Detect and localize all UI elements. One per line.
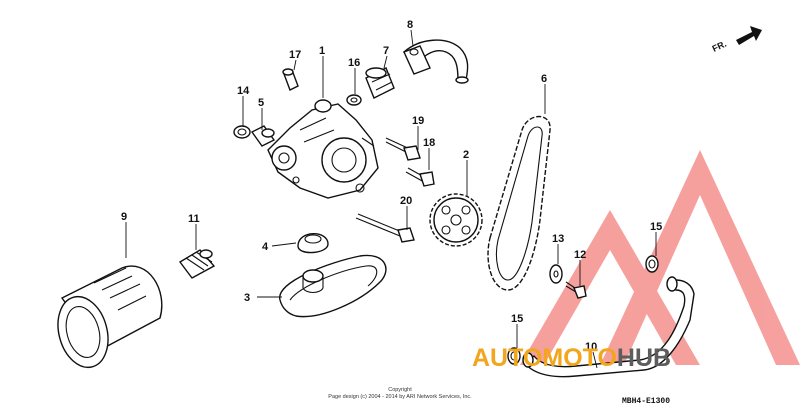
copyright-line-1: Copyright xyxy=(388,387,412,393)
dowel-pin-5[interactable] xyxy=(250,125,276,147)
callout-20: 20 xyxy=(400,195,412,207)
front-direction-indicator: FR. xyxy=(711,26,762,54)
copyright-notice: Copyright Page design (c) 2004 - 2014 by… xyxy=(328,387,472,400)
watermark-auto: AUTO xyxy=(472,344,542,372)
o-ring-16[interactable] xyxy=(346,94,362,106)
gasket-13[interactable] xyxy=(549,264,563,284)
fr-label: FR. xyxy=(711,39,728,54)
callout-9: 9 xyxy=(121,211,127,223)
callout-13: 13 xyxy=(552,233,564,245)
watermark-moto: MOTO xyxy=(542,344,617,372)
callout-2: 2 xyxy=(463,149,469,161)
flange-bolt-20[interactable] xyxy=(355,213,415,243)
oil-pipe-8[interactable] xyxy=(402,39,469,84)
callout-12: 12 xyxy=(574,249,586,261)
watermark-text: AUTOMOTOHUB xyxy=(472,344,671,372)
callout-8: 8 xyxy=(407,19,413,31)
callout-18: 18 xyxy=(423,137,435,149)
callout-6: 6 xyxy=(541,73,547,85)
bolt-12[interactable] xyxy=(565,281,587,299)
leader-lines xyxy=(125,29,657,369)
callout-5: 5 xyxy=(258,97,264,109)
copyright-line-2: Page design (c) 2004 - 2014 by ARI Netwo… xyxy=(328,394,472,400)
callout-7: 7 xyxy=(383,45,389,57)
callout-16: 16 xyxy=(348,57,360,69)
callout-4: 4 xyxy=(262,241,269,253)
oil-strainer[interactable] xyxy=(279,254,387,318)
o-ring-14[interactable] xyxy=(233,125,251,139)
oil-pump-sprocket[interactable] xyxy=(429,193,483,247)
oil-pump-drive-chain[interactable] xyxy=(487,115,551,291)
oil-pipe-10[interactable] xyxy=(522,276,695,378)
callout-14: 14 xyxy=(237,85,250,97)
diagram-code: MBH4-E1300 xyxy=(622,397,670,406)
joint-collar[interactable] xyxy=(365,67,395,99)
oil-filter-nipple[interactable] xyxy=(178,249,216,279)
callout-labels: 1 2 3 4 5 6 7 8 9 10 11 12 13 14 15 15 1… xyxy=(121,19,662,353)
flange-bolt-19[interactable] xyxy=(385,137,421,161)
o-ring-15-upper[interactable] xyxy=(645,255,659,273)
oil-filter[interactable] xyxy=(51,265,163,373)
dowel-pin-17[interactable] xyxy=(282,68,299,91)
svg-text:AUTOMOTOHUB: AUTOMOTOHUB xyxy=(472,344,671,372)
flange-bolt-18[interactable] xyxy=(405,167,435,187)
watermark-hub: HUB xyxy=(617,344,671,372)
callout-19: 19 xyxy=(412,115,424,127)
callout-17: 17 xyxy=(289,49,301,61)
callout-1: 1 xyxy=(319,45,325,57)
callout-15-lower: 15 xyxy=(511,313,523,325)
fr-arrow-icon xyxy=(736,26,762,45)
oil-pump-body[interactable] xyxy=(267,99,379,199)
callout-10: 10 xyxy=(585,341,597,353)
callout-15-upper: 15 xyxy=(650,221,662,233)
callout-11: 11 xyxy=(188,213,200,225)
callout-3: 3 xyxy=(244,292,250,304)
grommet[interactable] xyxy=(297,233,329,254)
o-ring-15-lower[interactable] xyxy=(507,347,521,365)
watermark-logo xyxy=(520,150,800,365)
